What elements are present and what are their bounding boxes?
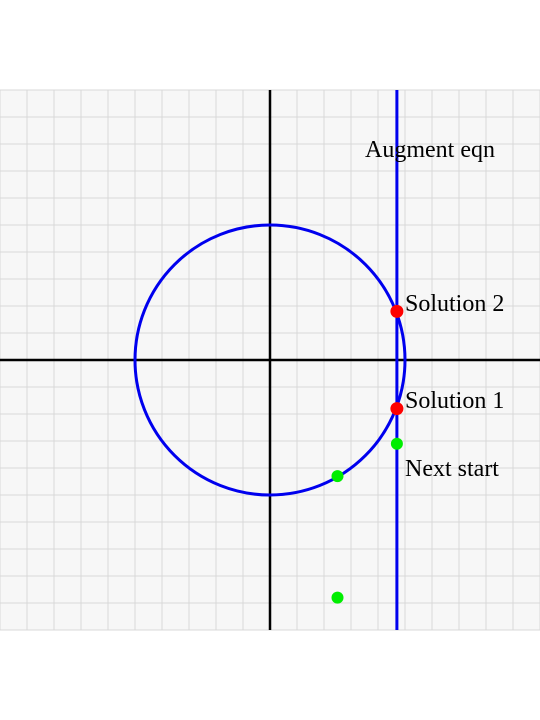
- next-start-label: Next start: [405, 456, 499, 482]
- solution-point-1: [390, 402, 404, 416]
- solution-2-label: Solution 2: [405, 291, 504, 317]
- augment-label: Augment eqn: [365, 137, 495, 163]
- circle-curve: [133, 223, 407, 497]
- start-point-3: [331, 591, 344, 604]
- solution-1-label: Solution 1: [405, 388, 504, 414]
- points: [331, 304, 404, 604]
- start-point-2: [331, 470, 344, 483]
- start-point-1: [390, 437, 403, 450]
- solution-point-2: [390, 304, 404, 318]
